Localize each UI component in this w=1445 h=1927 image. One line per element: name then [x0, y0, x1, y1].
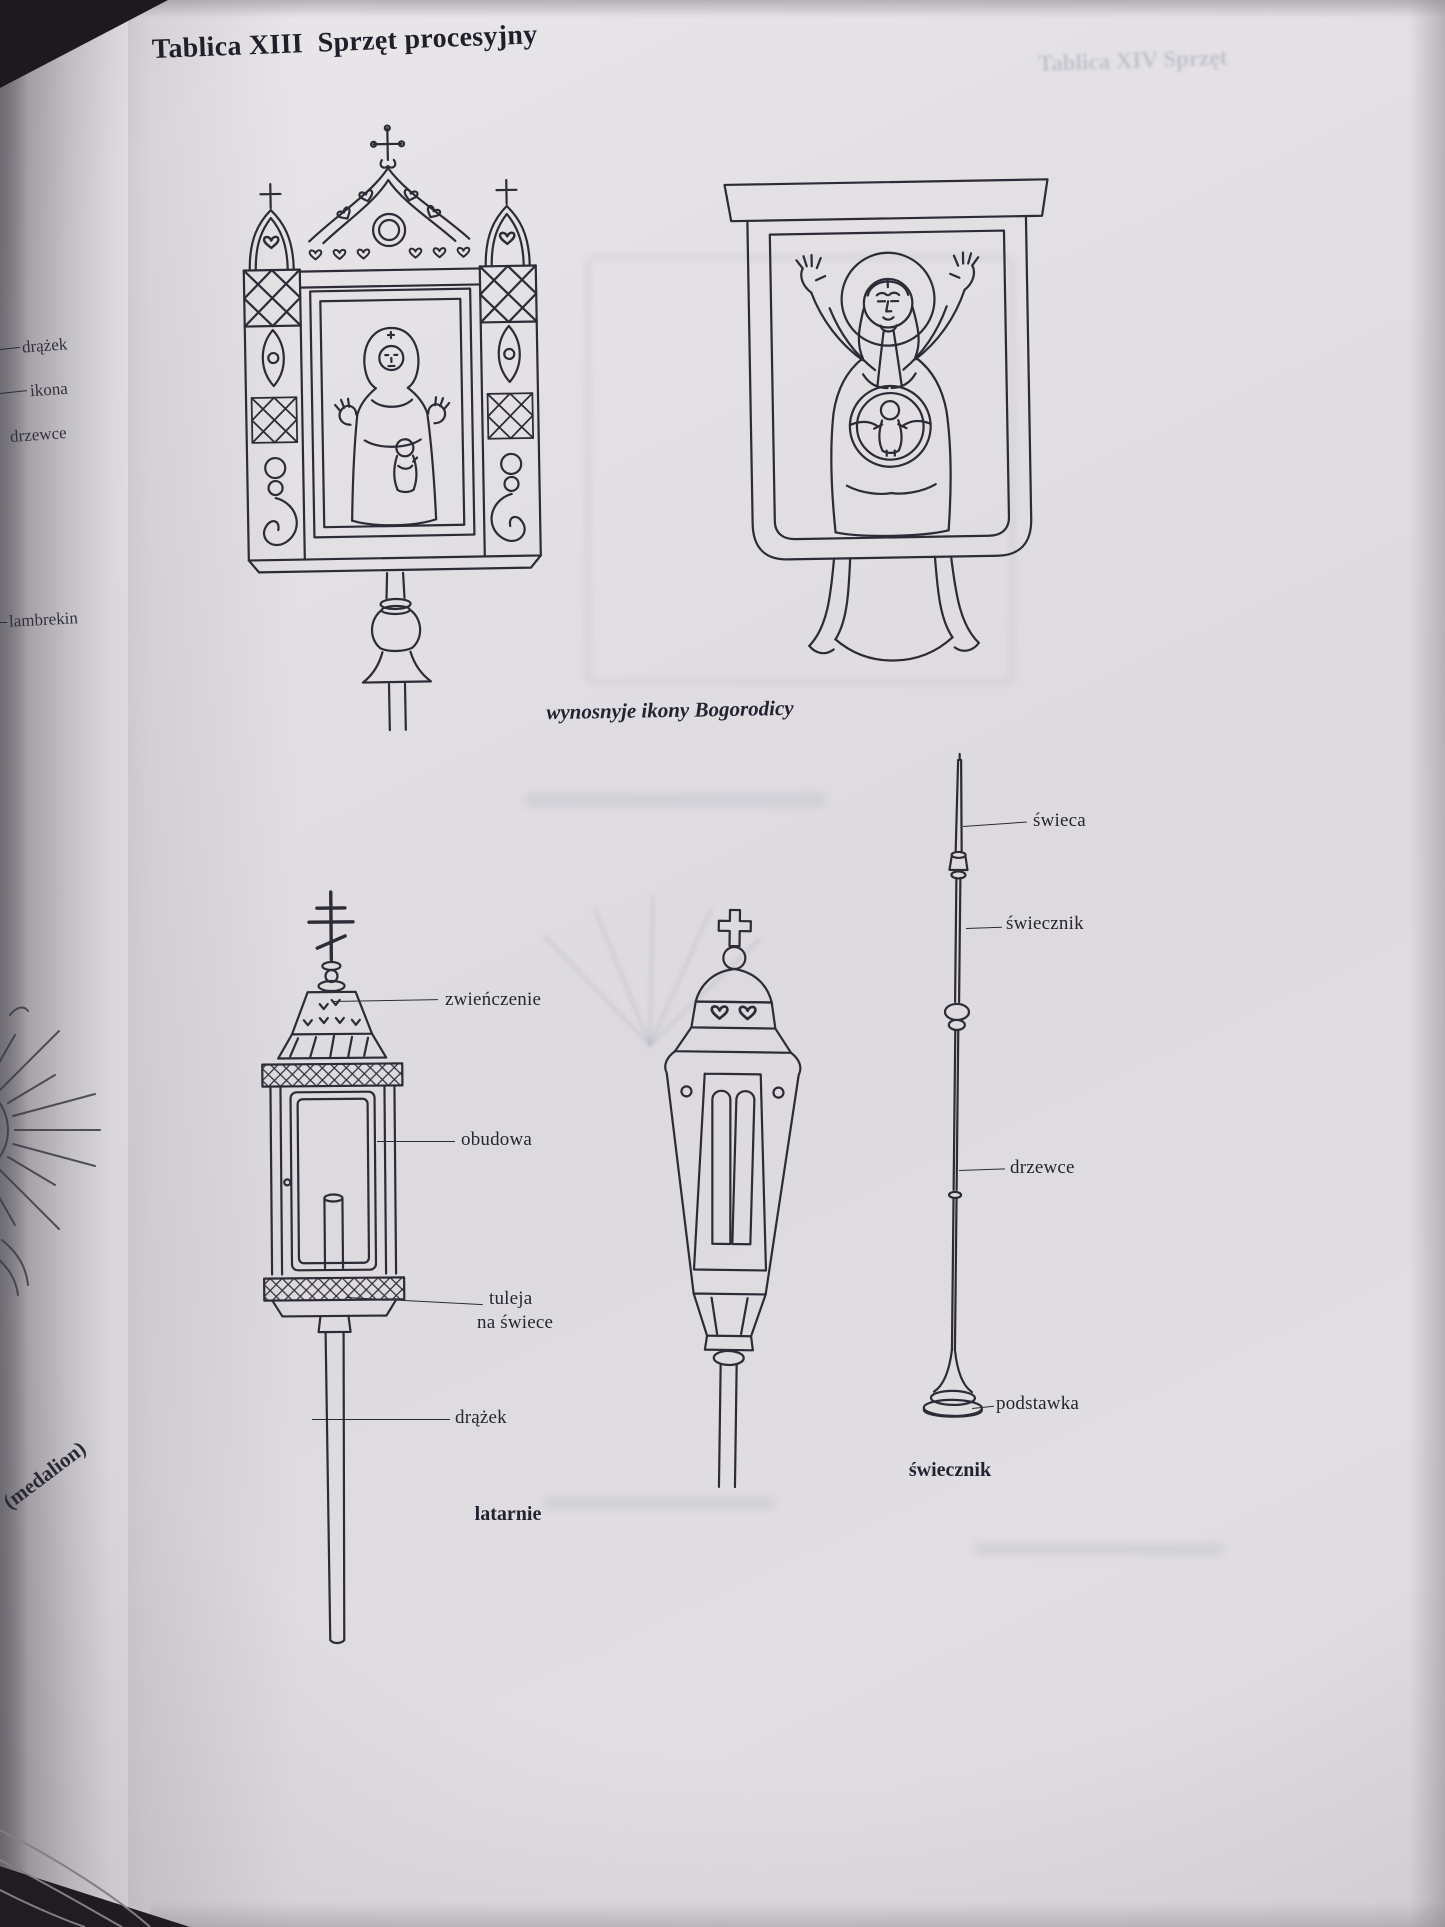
- processional-lantern-left-illustration: [261, 890, 406, 1645]
- caption-lanterns: latarnie: [474, 1503, 542, 1525]
- processional-icon-orans-illustration: [723, 178, 1049, 662]
- leader-line: [377, 1141, 455, 1142]
- page-right-edge: [1409, 0, 1445, 1927]
- ghost-bleedthrough-text-bar: [975, 1543, 1225, 1555]
- page-title: Tablica XIII Sprzęt procesyjny: [151, 19, 539, 65]
- processional-lantern-middle-illustration: [664, 908, 802, 1489]
- label-drzewce: drzewce: [1010, 1157, 1075, 1178]
- ghost-bleedthrough-title: Tablica XIV Sprzęt: [1037, 44, 1228, 77]
- margin-label-drazek: drążek: [21, 334, 68, 357]
- processional-candlestick-illustration: [922, 752, 983, 1418]
- ghost-bleedthrough-text-bar: [525, 793, 825, 807]
- margin-label-ikona: ikona: [29, 378, 69, 401]
- leader-line: [312, 1419, 450, 1420]
- label-swiecznik: świecznik: [1006, 913, 1084, 934]
- leader-line: [0, 622, 7, 623]
- page-top-edge: [140, 0, 1445, 18]
- label-swieca: świeca: [1033, 810, 1086, 831]
- caption-candlestick: świecznik: [908, 1459, 992, 1481]
- label-drazek: drążek: [455, 1407, 507, 1428]
- label-obudowa: obudowa: [461, 1129, 533, 1150]
- label-podstawka: podstawka: [996, 1393, 1080, 1414]
- processional-icon-ornate-illustration: [242, 124, 542, 732]
- page-curl-lines: [0, 1829, 151, 1927]
- label-tuleja: tuleja: [489, 1288, 533, 1309]
- margin-label-lambrekin: lambrekin: [8, 608, 79, 631]
- margin-label-drzewce: drzewce: [9, 423, 68, 446]
- label-na-swiece: na świece: [477, 1312, 554, 1333]
- monstrance-sunburst-partial-illustration: [0, 1006, 101, 1296]
- ghost-bleedthrough-frame: [585, 255, 1015, 685]
- ghost-bleedthrough-rays: [543, 895, 762, 1047]
- label-zwienczenie: zwieńczenie: [445, 989, 542, 1010]
- ghost-bleedthrough-text-bar: [545, 1497, 775, 1509]
- page-bottom-edge: [150, 1901, 1445, 1927]
- book-binding-core: [0, 0, 28, 1927]
